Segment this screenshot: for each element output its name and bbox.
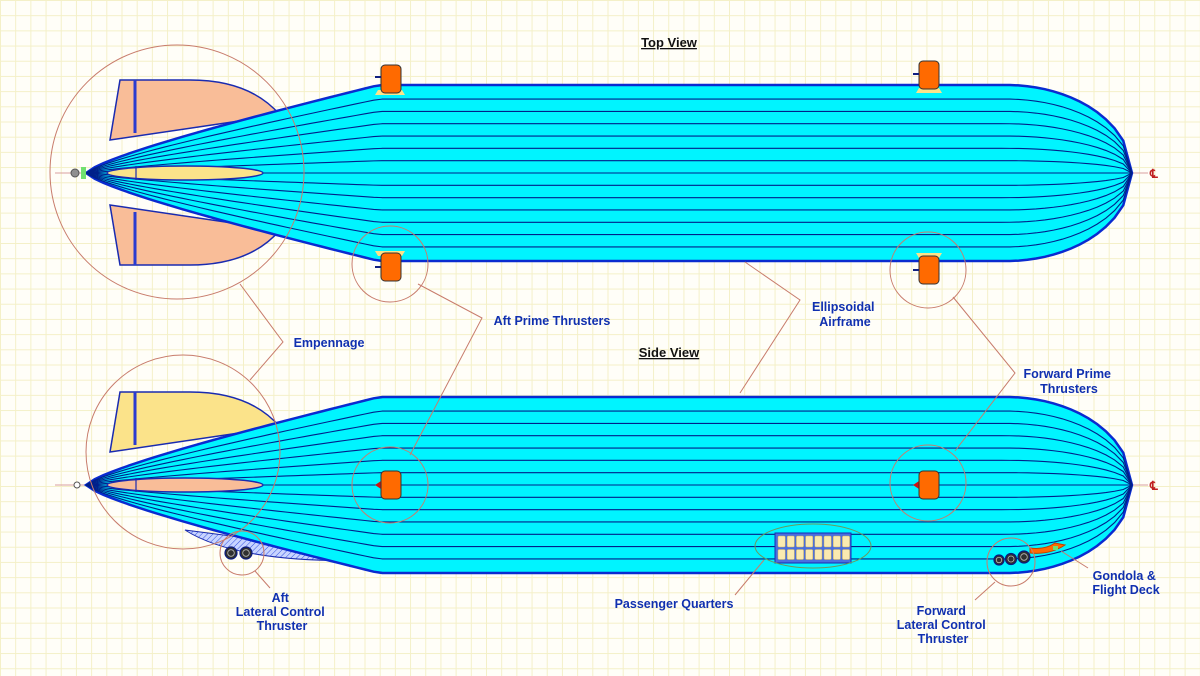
passenger-window [814,549,823,560]
side-view: Side View ℄ [55,345,1158,587]
aft-thruster-side-callout-circle [351,446,429,524]
fwd-thruster-callout-circle [889,231,967,309]
hull-gore-line [85,422,1133,486]
hull-gore-line [85,484,1133,511]
label-gondola-flight-deck: Gondola & Flight Deck [1092,569,1159,597]
hull-gore-line [85,172,1133,223]
lateral-thruster-fan-icon [1004,552,1018,566]
hull-side [83,395,1134,575]
passenger-window [796,549,804,560]
empennage-callout-circle [49,44,305,300]
hull-gore-line [85,484,1133,560]
lateral-thruster-fan-icon [239,546,253,560]
aft-lateral-callout-circle [219,530,265,576]
fwd-lateral-thrusters [993,550,1031,566]
aft-thruster-callout-circle [351,225,429,303]
fwd-lateral-callout-circle [986,537,1036,587]
thruster-fwd-bottom [913,253,942,285]
passenger-window [777,535,786,548]
passenger-window [805,549,814,560]
thruster-aft-top [375,64,405,95]
hull-gore-line [85,160,1133,174]
thruster-aft-bottom [375,251,405,282]
passenger-window [832,535,841,548]
hull-gore-line [85,472,1133,486]
hull-gore-line [85,484,1133,535]
label-aft-lateral-control-thruster: Aft Lateral Control Thruster [236,591,328,633]
hull-gore-line [85,172,1133,236]
top-view-title: Top View [641,35,698,50]
hull-gore-line [85,172,1133,186]
fan-hub [1020,553,1028,561]
side-view-title: Side View [639,345,700,360]
passenger-window [823,535,832,548]
fan-hub [1007,555,1015,563]
elevator-slot [106,165,264,181]
aft-lateral-thrusters [224,546,253,560]
hull-top [83,83,1134,263]
rudder-slot [106,477,264,493]
fan-hub [242,549,250,557]
empennage-side-callout-circle [85,354,281,550]
passenger-window [832,549,841,560]
leader-lines [239,261,1089,601]
fan-hub [227,549,235,557]
thruster-fwd-top [913,60,942,93]
centerline-symbol-side: ℄ [1149,479,1158,493]
label-empennage: Empennage [294,336,365,350]
passenger-callout-ellipse [754,523,872,569]
hull-gore-line [85,172,1133,199]
passenger-window [786,535,795,548]
hull-gore-line [85,123,1133,174]
lateral-thruster-fan-icon [993,554,1005,566]
hull-gore-line [85,98,1133,174]
hull-gore-line [85,484,1133,523]
passenger-window [796,535,804,548]
hull-gore-line [85,484,1133,498]
hull-gore-line [85,410,1133,486]
passenger-window [777,549,786,560]
passenger-window [814,535,823,548]
tail-cone-side-icon [73,481,81,489]
lateral-thruster-fan-icon [224,546,238,560]
passenger-windows [777,535,850,560]
fan-hub [995,556,1003,564]
label-aft-prime-thrusters: Aft Prime Thrusters [494,314,611,328]
label-forward-lateral-control-thruster: Forward Lateral Control Thruster [897,604,989,646]
callout-labels: Empennage Aft Prime Thrusters Ellipsoida… [236,300,1160,646]
passenger-window [786,549,795,560]
lateral-thruster-fan-icon [1017,550,1031,564]
label-passenger-quarters: Passenger Quarters [615,597,734,611]
thruster-aft-side [375,470,402,500]
gondola [1029,542,1067,554]
hull-gore-line [85,172,1133,211]
centerline-symbol: ℄ [1149,167,1158,181]
label-forward-prime-thrusters: Forward Prime Thrusters [1023,367,1114,396]
hull-gore-line [85,147,1133,174]
thruster-fwd-side [913,470,940,500]
label-ellipsoidal-airframe: Ellipsoidal Airframe [812,300,878,329]
hull-gore-line [85,484,1133,548]
hull-gore-line [85,135,1133,174]
hull-gore-line [85,110,1133,174]
passenger-window [842,535,850,548]
tail-cone-icon [70,168,80,178]
hull-gore-line [85,459,1133,486]
passenger-window [823,549,832,560]
passenger-window [805,535,814,548]
top-view: Top View ℄ [49,35,1158,309]
hull-gore-line [85,435,1133,486]
tail-fitting [81,167,86,179]
fwd-thruster-side-callout-circle [889,444,967,522]
flight-deck-window [1053,546,1058,550]
passenger-window [842,549,850,560]
